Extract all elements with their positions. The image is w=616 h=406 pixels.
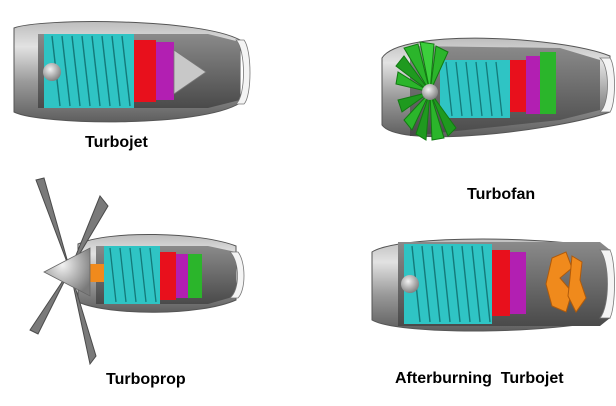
turboprop-turbine-green — [188, 254, 202, 298]
afterburning-turbojet-engine — [371, 238, 615, 332]
afterburner-flameholders — [545, 251, 587, 313]
turboprop-engine — [29, 177, 245, 366]
turboprop-compressor-blades — [109, 247, 157, 303]
turboprop-nozzle — [228, 251, 245, 299]
turbofan-fan — [395, 41, 457, 141]
turbofan-nozzle — [598, 57, 615, 113]
turboprop-combustor — [160, 252, 176, 300]
afterburning-hub — [401, 275, 419, 293]
turbojet-inlet-hub — [43, 63, 61, 81]
afterburning-nozzle — [599, 249, 615, 319]
turbofan-turbine-green — [540, 52, 556, 114]
turbojet-turbine — [156, 42, 174, 100]
afterburning-compressor-blades — [411, 245, 491, 323]
turbofan-combustor — [510, 60, 526, 112]
turbojet-combustor — [134, 40, 156, 102]
turbojet-compressor-blades — [51, 35, 131, 107]
turbofan-label: Turbofan — [467, 186, 536, 203]
turbofan-compressor-blades — [445, 61, 503, 117]
turboprop-propeller — [29, 177, 109, 366]
afterburning-combustor — [492, 250, 510, 316]
turbofan-turbine-purple — [526, 56, 540, 114]
turbojet-exhaust-cone — [173, 49, 207, 95]
turboprop-turbine-purple — [176, 254, 188, 298]
turboprop-label: Turboprop — [106, 371, 186, 388]
turbofan-engine — [381, 37, 615, 141]
turboprop-spinner — [43, 247, 91, 297]
turboprop-gearbox — [90, 264, 104, 282]
afterburning-turbojet-label: Afterburning Turbojet — [395, 370, 564, 387]
turbojet-nozzle — [234, 39, 251, 105]
turbojet-engine — [13, 21, 251, 123]
turbojet-label: Turbojet — [85, 134, 148, 151]
turbofan-hub — [422, 84, 438, 100]
afterburning-turbine — [510, 252, 526, 314]
